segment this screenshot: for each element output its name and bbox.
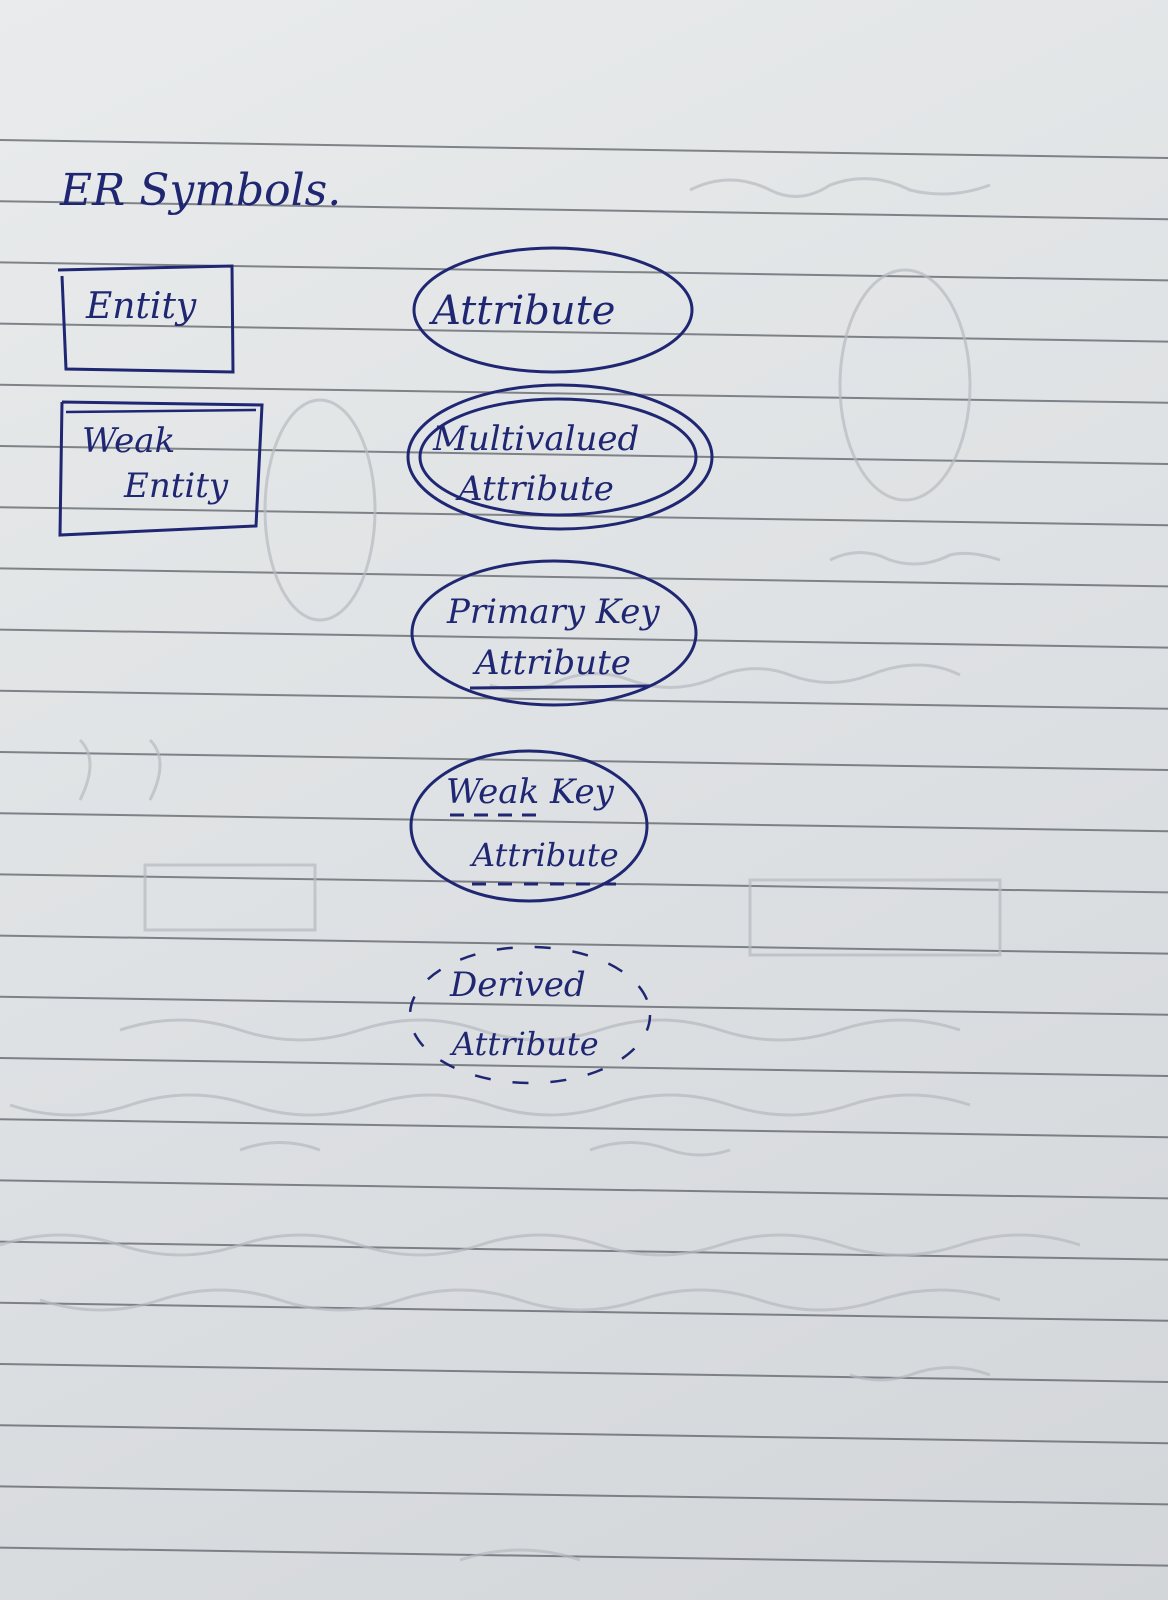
ruled-line <box>0 1057 1168 1077</box>
primary-key-attribute-symbol: Primary Key Attribute <box>410 559 698 707</box>
ruled-line <box>0 200 1168 221</box>
multivalued-inner-ellipse <box>418 397 698 517</box>
ruled-line <box>0 812 1168 833</box>
primary-key-label-line1: Primary Key <box>446 592 660 632</box>
ruled-line <box>0 1240 1168 1261</box>
primary-key-label-line2: Attribute <box>472 643 631 683</box>
weak-key-ellipse <box>409 749 649 903</box>
ruled-line <box>0 934 1168 955</box>
ruled-line <box>0 383 1168 404</box>
attribute-ellipse <box>412 246 694 374</box>
page-title-text: ER Symbols. <box>59 165 341 216</box>
weak-entity-outer-rectangle <box>58 400 264 537</box>
ruled-line <box>0 995 1168 1016</box>
primary-key-ellipse <box>410 559 698 707</box>
weak-key-label-line2: Attribute <box>469 836 619 874</box>
ruled-line <box>0 628 1168 649</box>
weak-entity-symbol: Weak Entity <box>58 400 264 537</box>
ruled-line <box>0 1424 1168 1445</box>
primary-key-underline <box>469 684 651 690</box>
ruled-line <box>0 689 1168 710</box>
entity-rectangle <box>57 264 235 374</box>
multivalued-attribute-symbol: Multivalued Attribute <box>406 383 714 531</box>
multivalued-label-line2: Attribute <box>455 469 614 509</box>
ruled-line <box>0 1546 1168 1567</box>
entity-label: Entity <box>85 286 197 327</box>
ruled-line <box>0 1301 1168 1322</box>
multivalued-label-line1: Multivalued <box>432 419 639 459</box>
weak-entity-label-line1: Weak <box>82 421 175 461</box>
derived-label-line1: Derived <box>449 965 586 1005</box>
ruled-line <box>0 139 1168 159</box>
ruled-line <box>0 322 1168 343</box>
ruled-line <box>0 445 1168 465</box>
attribute-label: Attribute <box>428 288 615 334</box>
entity-symbol: Entity <box>57 264 235 374</box>
derived-attribute-symbol: Derived Attribute <box>408 945 652 1085</box>
ruled-line <box>0 1118 1168 1139</box>
weak-entity-label-line2: Entity <box>123 466 229 506</box>
weak-entity-inner-edge <box>65 408 257 414</box>
ruled-line <box>0 1179 1168 1200</box>
derived-label-line2: Attribute <box>449 1025 599 1063</box>
weak-key-label-line1: Weak Key <box>446 772 615 812</box>
attribute-symbol: Attribute <box>412 246 694 374</box>
derived-dashed-ellipse <box>408 945 652 1085</box>
ruled-line <box>0 506 1168 527</box>
ruled-line <box>0 1485 1168 1506</box>
multivalued-outer-ellipse <box>406 383 714 531</box>
ruled-line <box>0 567 1168 588</box>
ruled-line <box>0 1363 1168 1383</box>
weak-key-attribute-symbol: Weak Key Attribute <box>409 749 649 903</box>
